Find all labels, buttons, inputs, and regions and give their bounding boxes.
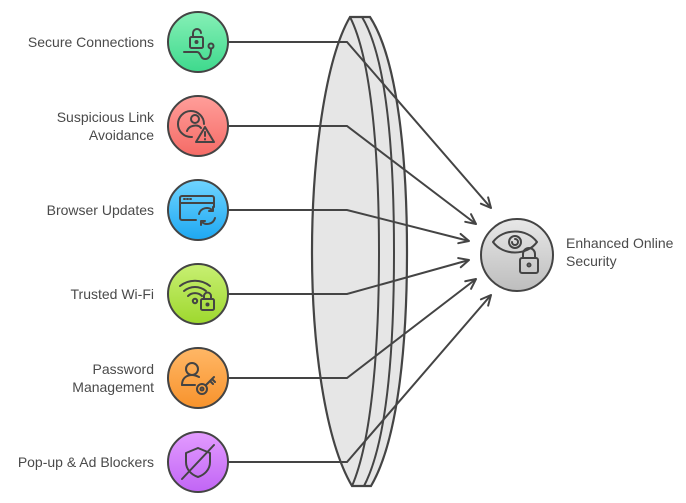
target-label: Enhanced Online Security <box>566 235 674 269</box>
lens-rim-inner <box>349 16 381 487</box>
target-node[interactable] <box>480 218 554 292</box>
connector-line <box>228 259 470 295</box>
arrowhead <box>479 196 492 209</box>
input-circle <box>167 179 229 241</box>
connector-line <box>228 294 492 463</box>
input-node[interactable] <box>167 95 229 157</box>
connector-line <box>228 125 477 225</box>
input-label: Suspicious Link Avoidance <box>56 109 154 143</box>
connector-line <box>228 209 470 242</box>
shield-slash-icon <box>181 444 215 480</box>
arrowhead <box>457 257 470 269</box>
lens-rim-middle <box>361 16 396 487</box>
target-circle <box>480 218 554 292</box>
input-label: Browser Updates <box>46 202 154 218</box>
input-node[interactable] <box>167 11 229 73</box>
browser-refresh-icon <box>179 195 216 226</box>
connectors <box>228 41 492 463</box>
input-node[interactable] <box>167 179 229 241</box>
arrowhead <box>464 213 477 225</box>
input-node[interactable] <box>167 263 229 325</box>
input-node[interactable] <box>167 347 229 409</box>
input-label: Password Management <box>72 361 154 395</box>
eye-lock-icon <box>492 230 539 274</box>
input-nodes <box>167 11 229 493</box>
arrowhead <box>457 232 470 245</box>
arrowhead <box>479 294 492 307</box>
arrowhead <box>464 278 477 290</box>
user-warning-icon <box>177 110 215 143</box>
lens <box>310 15 409 488</box>
user-key-icon <box>181 362 216 395</box>
input-node[interactable] <box>167 431 229 493</box>
unlocked-padlock-cable-icon <box>183 28 215 60</box>
input-circle <box>167 347 229 409</box>
connector-line <box>228 278 477 379</box>
lens-body <box>310 15 409 488</box>
input-label: Trusted Wi-Fi <box>70 286 154 302</box>
input-label: Secure Connections <box>27 34 154 50</box>
input-label: Pop-up & Ad Blockers <box>17 454 154 470</box>
wifi-lock-icon <box>179 279 215 311</box>
connector-line <box>228 41 492 209</box>
